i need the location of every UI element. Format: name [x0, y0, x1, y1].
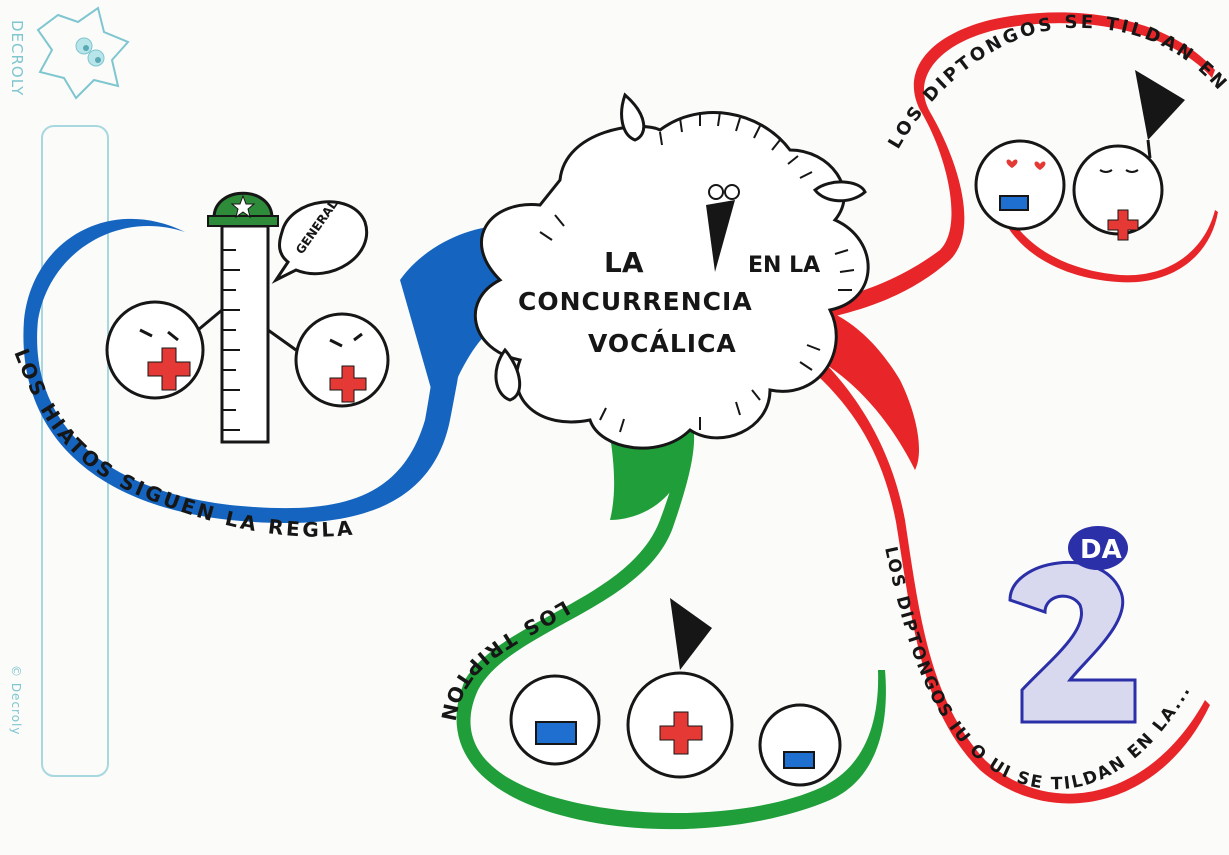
central-splash [473, 92, 870, 450]
ruler-general-figure [207, 191, 369, 444]
title-line2: CONCURRENCIA [518, 287, 753, 316]
title-line1-left: LA [604, 246, 644, 279]
vowel-left-angry [105, 300, 223, 400]
branch-hiatos [23, 218, 515, 524]
label-triptongos-a: LOS TRIPTONGOS SE TILDAN EN LA... [0, 0, 574, 726]
badge-syllable: DA [1080, 535, 1122, 565]
brand-footer: © Decroly [9, 665, 23, 735]
decroly-logo [36, 6, 130, 100]
margin-strip [41, 125, 109, 777]
brand-name: DECROLY [8, 20, 26, 96]
diptongo-couple-figure [974, 70, 1185, 241]
title-line3: VOCÁLICA [588, 329, 737, 358]
title-line1-right: EN LA [748, 253, 820, 278]
triptongo-trio-figure [509, 598, 842, 787]
vowel-right-angry [267, 312, 390, 408]
dos-badge [1008, 526, 1137, 724]
